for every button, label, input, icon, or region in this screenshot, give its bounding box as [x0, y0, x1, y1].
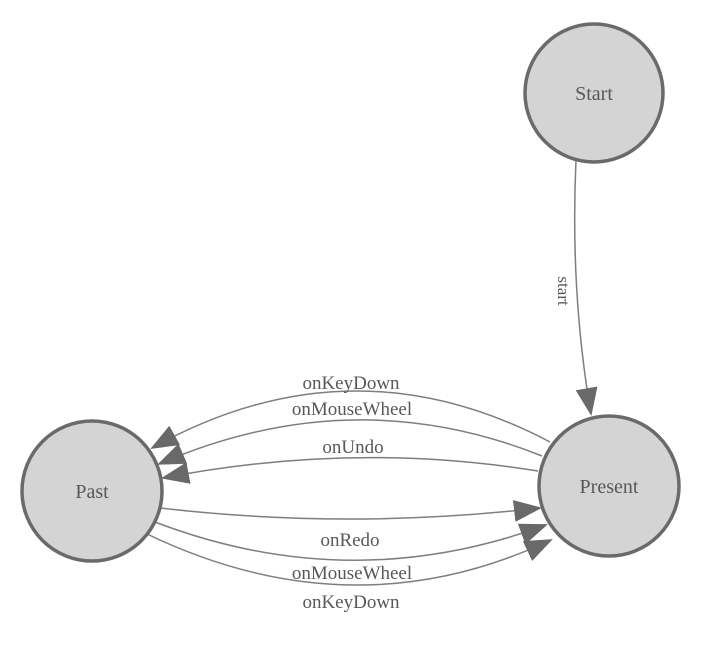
edge-label-onredo: onRedo	[320, 530, 379, 551]
edge-label-onmousewheel-bottom: onMouseWheel	[292, 563, 412, 584]
state-node-past-circle	[20, 419, 164, 563]
state-node-start: Start	[523, 22, 665, 164]
edge-past-to-present-onkeydown	[146, 533, 553, 586]
edge-past-to-present-onmousewheel	[154, 521, 548, 561]
edge-present-to-past-onkeydown	[150, 390, 551, 449]
state-node-start-circle	[523, 22, 665, 164]
edge-label-onmousewheel-top: onMouseWheel	[292, 399, 412, 420]
state-node-present: Present	[537, 414, 681, 558]
edge-label-onundo: onUndo	[322, 437, 383, 458]
edge-present-to-past-onmousewheel	[157, 419, 543, 465]
edge-label-onkeydown-bottom: onKeyDown	[302, 592, 400, 613]
state-node-start-label: Start	[575, 83, 613, 105]
edge-past-to-present-onredo	[159, 500, 542, 522]
edge-label-onkeydown-top: onKeyDown	[302, 373, 400, 394]
edge-label-start: start	[554, 276, 573, 306]
edge-start-to-present	[573, 159, 598, 416]
state-node-present-circle	[537, 414, 681, 558]
state-node-present-label: Present	[580, 476, 639, 498]
edge-present-to-past-onundo	[161, 456, 539, 484]
state-node-past: Past	[20, 419, 164, 563]
state-node-past-label: Past	[75, 481, 109, 503]
